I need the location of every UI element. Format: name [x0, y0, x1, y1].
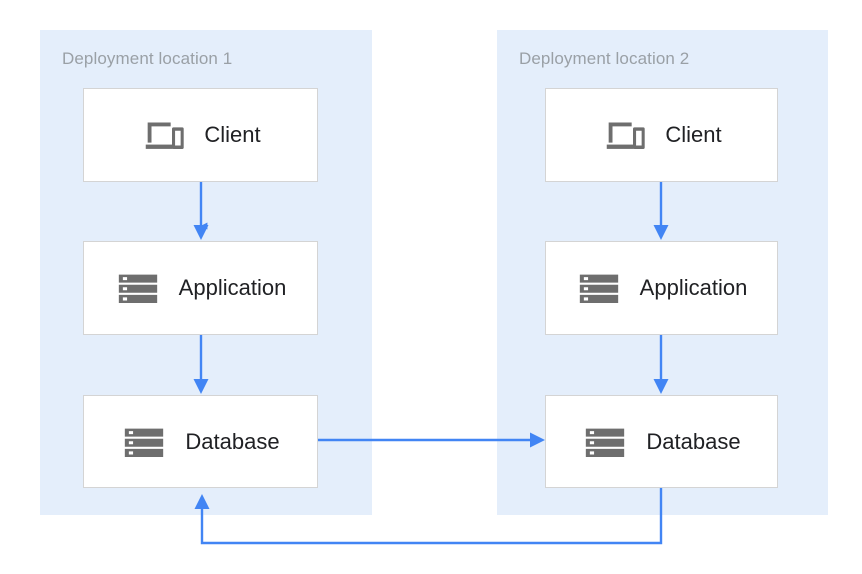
devices-icon — [146, 122, 185, 149]
storage-icon — [125, 428, 164, 457]
node-application-2-label: Application — [639, 275, 748, 300]
zone-1-label: Deployment location 1 — [62, 49, 233, 68]
node-client-1-label: Client — [204, 122, 261, 147]
zone-2-label: Deployment location 2 — [519, 49, 690, 68]
storage-icon — [586, 428, 625, 457]
node-client-2-label: Client — [665, 122, 722, 147]
node-database-2-label: Database — [646, 428, 741, 454]
storage-icon — [118, 274, 157, 303]
node-database-1[interactable]: Database — [83, 395, 318, 488]
node-client-2[interactable]: Client — [545, 88, 778, 182]
node-client-1[interactable]: Client — [83, 88, 318, 182]
storage-icon — [579, 274, 618, 303]
node-application-2[interactable]: Application — [545, 241, 778, 335]
node-application-1[interactable]: Application — [83, 241, 318, 335]
node-database-1-label: Database — [185, 428, 280, 454]
node-database-2[interactable]: Database — [545, 395, 778, 488]
node-application-1-label: Application — [178, 275, 287, 300]
devices-icon — [607, 122, 646, 149]
